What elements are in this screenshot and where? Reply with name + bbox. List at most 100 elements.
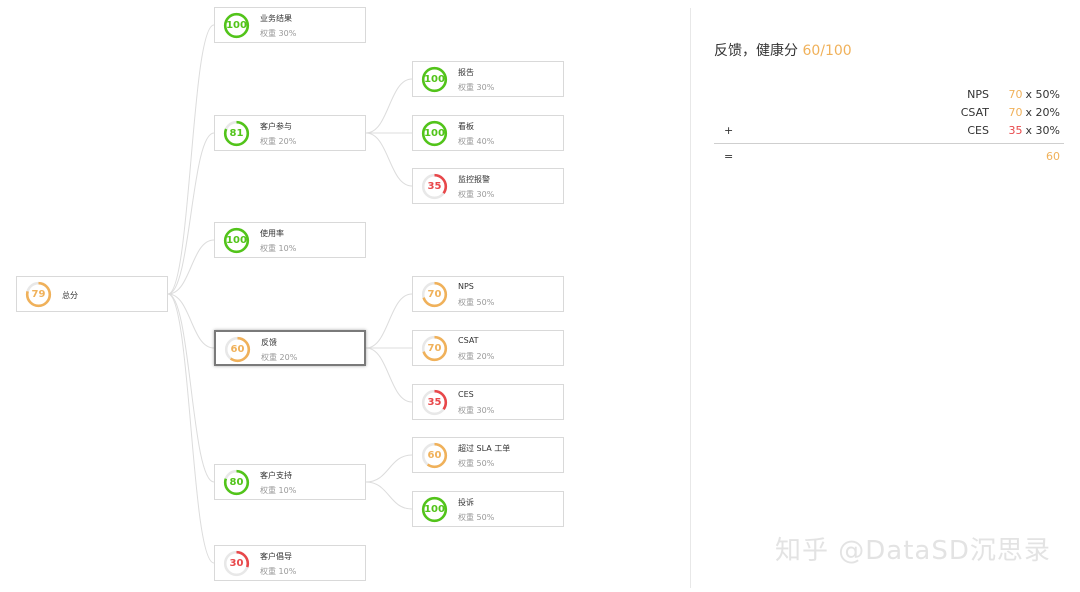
- score-ring-arc: [223, 469, 250, 496]
- score-value: 35: [427, 181, 442, 192]
- node-customer-engagement[interactable]: 81 客户参与权重 20%: [214, 115, 366, 151]
- score-ring: 79: [25, 281, 52, 308]
- score-ring: 100: [223, 12, 250, 39]
- node-weight: 权重 20%: [261, 353, 298, 362]
- score-ring-arc: [421, 496, 448, 523]
- score-ring-arc: [421, 281, 448, 308]
- node-customer-support[interactable]: 80 客户支持权重 10%: [214, 464, 366, 500]
- node-name: 客户参与: [260, 122, 292, 131]
- node-weight: 权重 30%: [260, 29, 297, 38]
- node-name: 业务结果: [260, 14, 292, 23]
- node-sla-tickets[interactable]: 60 超过 SLA 工单权重 50%: [412, 437, 564, 473]
- score-ring: 35: [421, 389, 448, 416]
- metric-weight: x 30%: [1025, 124, 1060, 137]
- score-value: 80: [229, 477, 244, 488]
- score-ring-arc: [223, 227, 250, 254]
- formula-metric-name: CSAT: [960, 106, 989, 119]
- score-value: 100: [226, 20, 247, 31]
- watermark: 知乎 @DataSD沉思录: [775, 536, 1051, 566]
- node-name: 客户倡导: [260, 552, 292, 561]
- score-value: 79: [31, 289, 46, 300]
- score-ring: 100: [421, 496, 448, 523]
- equals-sign: =: [724, 150, 734, 163]
- node-feedback[interactable]: 60 反馈权重 20%: [214, 330, 366, 366]
- node-name: 使用率: [260, 229, 284, 238]
- node-weight: 权重 40%: [458, 137, 495, 146]
- node-weight: 权重 50%: [458, 298, 495, 307]
- formula-operator: +: [724, 124, 734, 137]
- score-value: 100: [424, 504, 445, 515]
- score-ring-arc: [224, 336, 251, 363]
- node-nps[interactable]: 70 NPS 权重 50%: [412, 276, 564, 312]
- score-ring-arc: [421, 442, 448, 469]
- node-name: 超过 SLA 工单: [458, 444, 511, 453]
- node-name: NPS: [458, 282, 474, 291]
- connector-feedback-ces: [365, 347, 413, 403]
- node-name: CSAT: [458, 336, 479, 345]
- connector-root-support: [167, 293, 215, 483]
- node-weight: 权重 30%: [458, 190, 495, 199]
- score-ring: 100: [421, 120, 448, 147]
- score-ring: 81: [223, 120, 250, 147]
- connector-engagement-report: [365, 78, 413, 134]
- score-value: 60: [427, 450, 442, 461]
- score-value: 70: [427, 343, 442, 354]
- score-ring-arc: [421, 335, 448, 362]
- score-ring: 35: [421, 173, 448, 200]
- score-ring-arc: [223, 550, 250, 577]
- connector-root-engagement: [167, 132, 215, 295]
- node-weight: 权重 50%: [458, 513, 495, 522]
- score-value: 100: [424, 128, 445, 139]
- score-ring: 80: [223, 469, 250, 496]
- score-value: 35: [427, 397, 442, 408]
- score-value: 30: [229, 558, 244, 569]
- score-ring: 30: [223, 550, 250, 577]
- node-total-score[interactable]: 79 总分: [16, 276, 168, 312]
- node-name: 看板: [458, 122, 474, 131]
- score-ring-arc: [223, 120, 250, 147]
- detail-title-score: 60/100: [802, 43, 852, 59]
- node-monitoring-alert[interactable]: 35 监控报警权重 30%: [412, 168, 564, 204]
- score-ring-arc: [421, 66, 448, 93]
- connector-support-sla: [365, 454, 413, 483]
- node-name: 总分: [62, 291, 78, 300]
- node-name: 客户支持: [260, 471, 292, 480]
- score-ring-arc: [421, 389, 448, 416]
- node-dashboard[interactable]: 100 看板权重 40%: [412, 115, 564, 151]
- detail-title-prefix: 反馈，健康分: [714, 43, 798, 59]
- node-name: 反馈: [261, 338, 277, 347]
- node-weight: 权重 10%: [260, 486, 297, 495]
- score-ring: 60: [224, 336, 251, 363]
- score-ring: 100: [223, 227, 250, 254]
- connector-feedback-nps: [365, 293, 413, 349]
- score-ring-arc: [25, 281, 52, 308]
- formula-metric-name: CES: [967, 124, 989, 137]
- node-weight: 权重 30%: [458, 406, 495, 415]
- score-value: 100: [424, 74, 445, 85]
- node-weight: 权重 30%: [458, 83, 495, 92]
- node-business-results[interactable]: 100 业务结果权重 30%: [214, 7, 366, 43]
- node-weight: 权重 10%: [260, 567, 297, 576]
- score-ring: 70: [421, 335, 448, 362]
- node-customer-advocacy[interactable]: 30 客户倡导权重 10%: [214, 545, 366, 581]
- score-ring: 70: [421, 281, 448, 308]
- formula-total-row: = 60: [714, 150, 1060, 166]
- score-ring: 60: [421, 442, 448, 469]
- node-name: 监控报警: [458, 175, 490, 184]
- score-value: 100: [226, 235, 247, 246]
- node-weight: 权重 20%: [260, 137, 297, 146]
- node-weight: 权重 50%: [458, 459, 495, 468]
- metric-weight: x 50%: [1025, 88, 1060, 101]
- tree-connectors: [167, 24, 413, 564]
- connector-engagement-alert: [365, 132, 413, 187]
